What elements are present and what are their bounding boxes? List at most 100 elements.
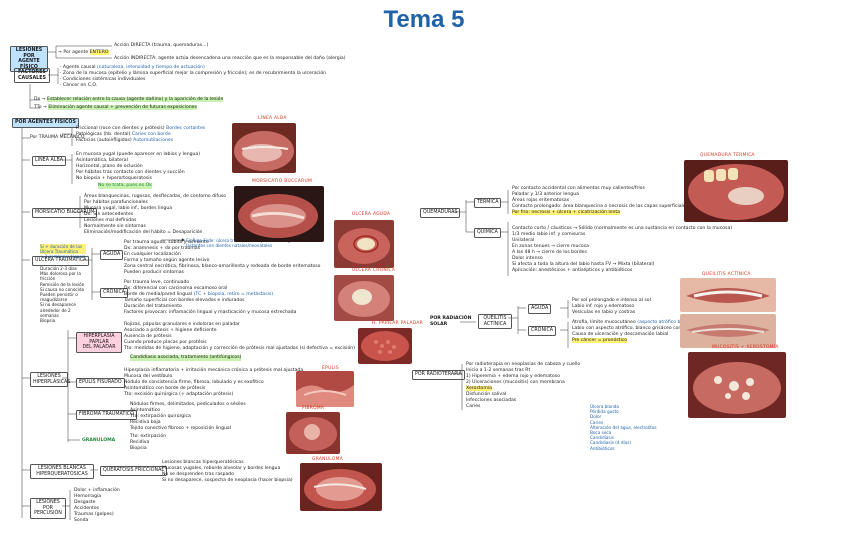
epulis-label: ÉPULIS FISURADO bbox=[76, 378, 125, 388]
factores-causales: FACTORES CAUSALES bbox=[14, 68, 50, 84]
epulis-item-5: Tto: excisión quirúrgica (+ adaptación p… bbox=[124, 392, 234, 397]
linea-alba-item-2: Asintomática, bilateral bbox=[76, 158, 128, 163]
mech-item-1: Friccional (roce con dientes y prótesis)… bbox=[76, 126, 206, 131]
linea-alba-item-3: Horizontal, plano de oclusión bbox=[76, 164, 143, 169]
photo-mucositis bbox=[688, 352, 786, 418]
mech-item-2: Patológicas (hb. dental) Caries con bord… bbox=[76, 132, 171, 137]
photo-linea-alba bbox=[232, 123, 296, 173]
fibroma-item-3: Tto: extirpación quirúrgica bbox=[130, 414, 191, 419]
queilitis-cronica-label: CRÓNICA bbox=[528, 326, 557, 336]
morsicatio-item-6: Normalmente sin síntomas bbox=[84, 224, 146, 229]
epulis-item-4: Asintomático con borde de prótesis bbox=[124, 386, 206, 391]
qa-aguda-item-2: Labio inf. rojo y edematoso bbox=[572, 304, 635, 309]
queilitis-actinica-label: QUEILITIS ACTÍNICA bbox=[478, 314, 512, 330]
qa-aguda-item-1: Por sol prolongado e intenso al sol bbox=[572, 298, 651, 303]
hpl-item-2: Asociado a prótesis + higiene deficiente bbox=[124, 328, 217, 333]
aguda-item-2: Dx: anamnesis + dx por traumas bbox=[124, 246, 201, 251]
linea-alba-item-4: Por hábitos tras contacto con dientes y … bbox=[76, 170, 185, 175]
fibroma-label: FIBROMA TRAUMÁTICO bbox=[76, 410, 137, 420]
cronica-item-2: Dx: diferencial con carcinoma escamoso o… bbox=[124, 286, 228, 291]
trauma-mecanico: Por TRAUMA MECÁNICO bbox=[30, 135, 85, 140]
lesiones-hiperplasicas-label: LESIONES HIPERPLÁSICAS bbox=[30, 372, 70, 388]
quimica-item-6: Dolor intenso bbox=[512, 256, 543, 261]
morsicatio-item-7: Eliminación/modificación del hábito = De… bbox=[84, 230, 203, 235]
cronica-item-4: Tamaño superficial con bordes elevados e… bbox=[124, 298, 245, 303]
epulis-item-2: Mucosa del vestíbulo bbox=[124, 374, 173, 379]
photo-fibroma bbox=[286, 412, 340, 454]
photo-title-linea-alba: LÍNEA ALBA bbox=[258, 116, 287, 121]
aguda-item-5: Zona central necrótica, fibrinosa, blanc… bbox=[124, 264, 321, 269]
photo-queilitis-actinica-2 bbox=[680, 314, 776, 348]
hpl-item-1: Rojizas, pápulas granulares e indoloras … bbox=[124, 322, 240, 327]
linea-alba-item-5: No biopsia + hiperortoqueratosis bbox=[76, 176, 152, 181]
termica-item-3: Áreas rojas eritematosas bbox=[512, 198, 570, 203]
pec-item-4: Accidentes bbox=[74, 506, 100, 511]
lesiones-blancas-label: LESIONES BLANCAS HIPERQUERATÓSICAS bbox=[30, 464, 94, 480]
photo-morsicatio bbox=[234, 186, 324, 242]
queratosis-label: QUERATOSIS FRICCIONAL bbox=[100, 466, 168, 476]
photo-title-epulis: ÉPULIS bbox=[322, 366, 339, 371]
quimica-item-7: Si afecta a toda la altura del labio has… bbox=[512, 262, 655, 267]
morsicatio-item-2: Por hábitos parafuncionales bbox=[84, 200, 148, 205]
pec-item-2: Hemorragia bbox=[74, 494, 102, 499]
granuloma-label: GRANULOMA bbox=[82, 438, 116, 443]
radio-item-6: Disfunción salival bbox=[466, 392, 507, 397]
qa-cronica-item-2: Labio con aspecto atrófico, blanco grisá… bbox=[572, 326, 735, 331]
ulcera-side-note: Si + duración de las Úlcera Traumática +… bbox=[40, 244, 86, 260]
pec-item-5: Traumas (golpes) bbox=[74, 512, 114, 517]
indirect-action: Acción INDIRECTA: agente actúa desencade… bbox=[114, 56, 346, 61]
morsicatio-item-4: Dx: Sin antecedentes bbox=[84, 212, 134, 217]
photo-title-queilitis: QUEILITIS ACTÍNICA bbox=[702, 272, 751, 277]
radio-tags: Úlcera blanda Pérdida gusto Dolor Caries… bbox=[590, 404, 657, 451]
hiperplasia-papilar-label: HIPERPLASIA PAPILAR DEL PALADAR bbox=[76, 332, 122, 353]
dx-row: Dx → Establecer relación entre la causa … bbox=[34, 97, 224, 102]
root-lesiones-agente-fisico: LESIONES POR AGENTE FÍSICO bbox=[10, 46, 48, 73]
ulcera-traumatica-label: ÚLCERA TRAUMÁTICA bbox=[32, 256, 90, 266]
termica-item-1: Por contacto accidental con alimentos mu… bbox=[512, 186, 645, 191]
radio-item-8: Caries bbox=[466, 404, 481, 409]
quimica-label: QUÍMICA bbox=[474, 228, 501, 238]
cronica-item-5: Duración del tratamiento bbox=[124, 304, 182, 309]
cronica-item-3: Borde de media/pared lingual (TC + biops… bbox=[124, 292, 274, 297]
radio-item-3: 1) Hiperemia + edema rojo y edematoso bbox=[466, 374, 560, 379]
radio-item-7: Infecciones asociadas bbox=[466, 398, 517, 403]
tto-row: TTo → Eliminación agente causal + preven… bbox=[34, 105, 197, 110]
granuloma-item-1: Tto: extirpación bbox=[130, 434, 167, 439]
root-agentes-fisicos: POR AGENTES FÍSICOS bbox=[12, 118, 79, 128]
aguda-item-6: Pueden producir síntomas bbox=[124, 270, 184, 275]
granuloma-item-3: Biopsia bbox=[130, 446, 147, 451]
primary-agent: → Por agente ENTERO bbox=[58, 50, 109, 55]
photo-ulcera-cronica bbox=[334, 275, 394, 321]
radio-item-1: Por radioterapia en neoplasias de cabeza… bbox=[466, 362, 581, 367]
quimica-item-8: Aplicación: anestésicos + antisépticos y… bbox=[512, 268, 633, 273]
queilitis-aguda-label: AGUDA bbox=[528, 304, 552, 314]
quemaduras-label: QUEMADURAS bbox=[420, 208, 461, 218]
hpl-tag: Candidiasis asociada, tratamiento (antif… bbox=[130, 355, 242, 362]
photo-title-quemadura-termica: QUEMADURA TÉRMICA bbox=[700, 153, 755, 158]
linea-alba-note: No se trata, pues es Ok bbox=[98, 183, 152, 190]
epulis-item-3: Nódulo de consistencia firme, fibrosa, l… bbox=[124, 380, 264, 385]
morsicatio-label: MORSICATIO BUCCARUM bbox=[32, 208, 98, 218]
quimica-item-5: A las 48 h → cierre de los bordes bbox=[512, 250, 587, 255]
factor-2: · Zona de la mucosa (epitelio y lámina s… bbox=[60, 71, 327, 76]
radio-item-2: Inicio a 1-2 semanas tras Rt bbox=[466, 368, 531, 373]
qa-aguda-item-3: Vesículas en labio y costras bbox=[572, 310, 636, 315]
pec-item-6: Sonda bbox=[74, 518, 89, 523]
lesiones-percusion-label: LESIONES POR PERCUSIÓN bbox=[30, 498, 66, 519]
cronica-item-6: Factores provocan: inflamación lingual y… bbox=[124, 310, 297, 315]
pec-item-3: Desgaste bbox=[74, 500, 96, 505]
hpl-item-3: Ausencia de prótesis bbox=[124, 334, 172, 339]
radio-item-5: Xerostomía bbox=[466, 386, 492, 391]
page-title: Tema 5 bbox=[383, 6, 465, 33]
epulis-item-1: Hiperplasia inflamatoria + irritación me… bbox=[124, 368, 304, 373]
direct-action: Acción DIRECTA (trauma, quemaduras...) bbox=[114, 43, 209, 48]
linea-alba-item-1: En mucosa yugal (puede aparecer en labio… bbox=[76, 152, 201, 157]
radiacion-solar-label: POR RADIACIÓN SOLAR bbox=[430, 316, 472, 328]
fibroma-item-1: Nódulos firmes, delimitados, pediculados… bbox=[130, 402, 246, 407]
hpl-item-5: Tto: medidas de higiene, adaptación y co… bbox=[124, 346, 355, 351]
queratosis-item-2: Mucosas yugales, reborde alveolar y bord… bbox=[162, 466, 281, 471]
termica-item-2: Paladar y 1/3 anterior lengua bbox=[512, 192, 579, 197]
photo-epulis bbox=[296, 371, 354, 407]
fibroma-item-2: Asintomático bbox=[130, 408, 161, 413]
morsicatio-item-5: Lesiones mal definidas bbox=[84, 218, 137, 223]
